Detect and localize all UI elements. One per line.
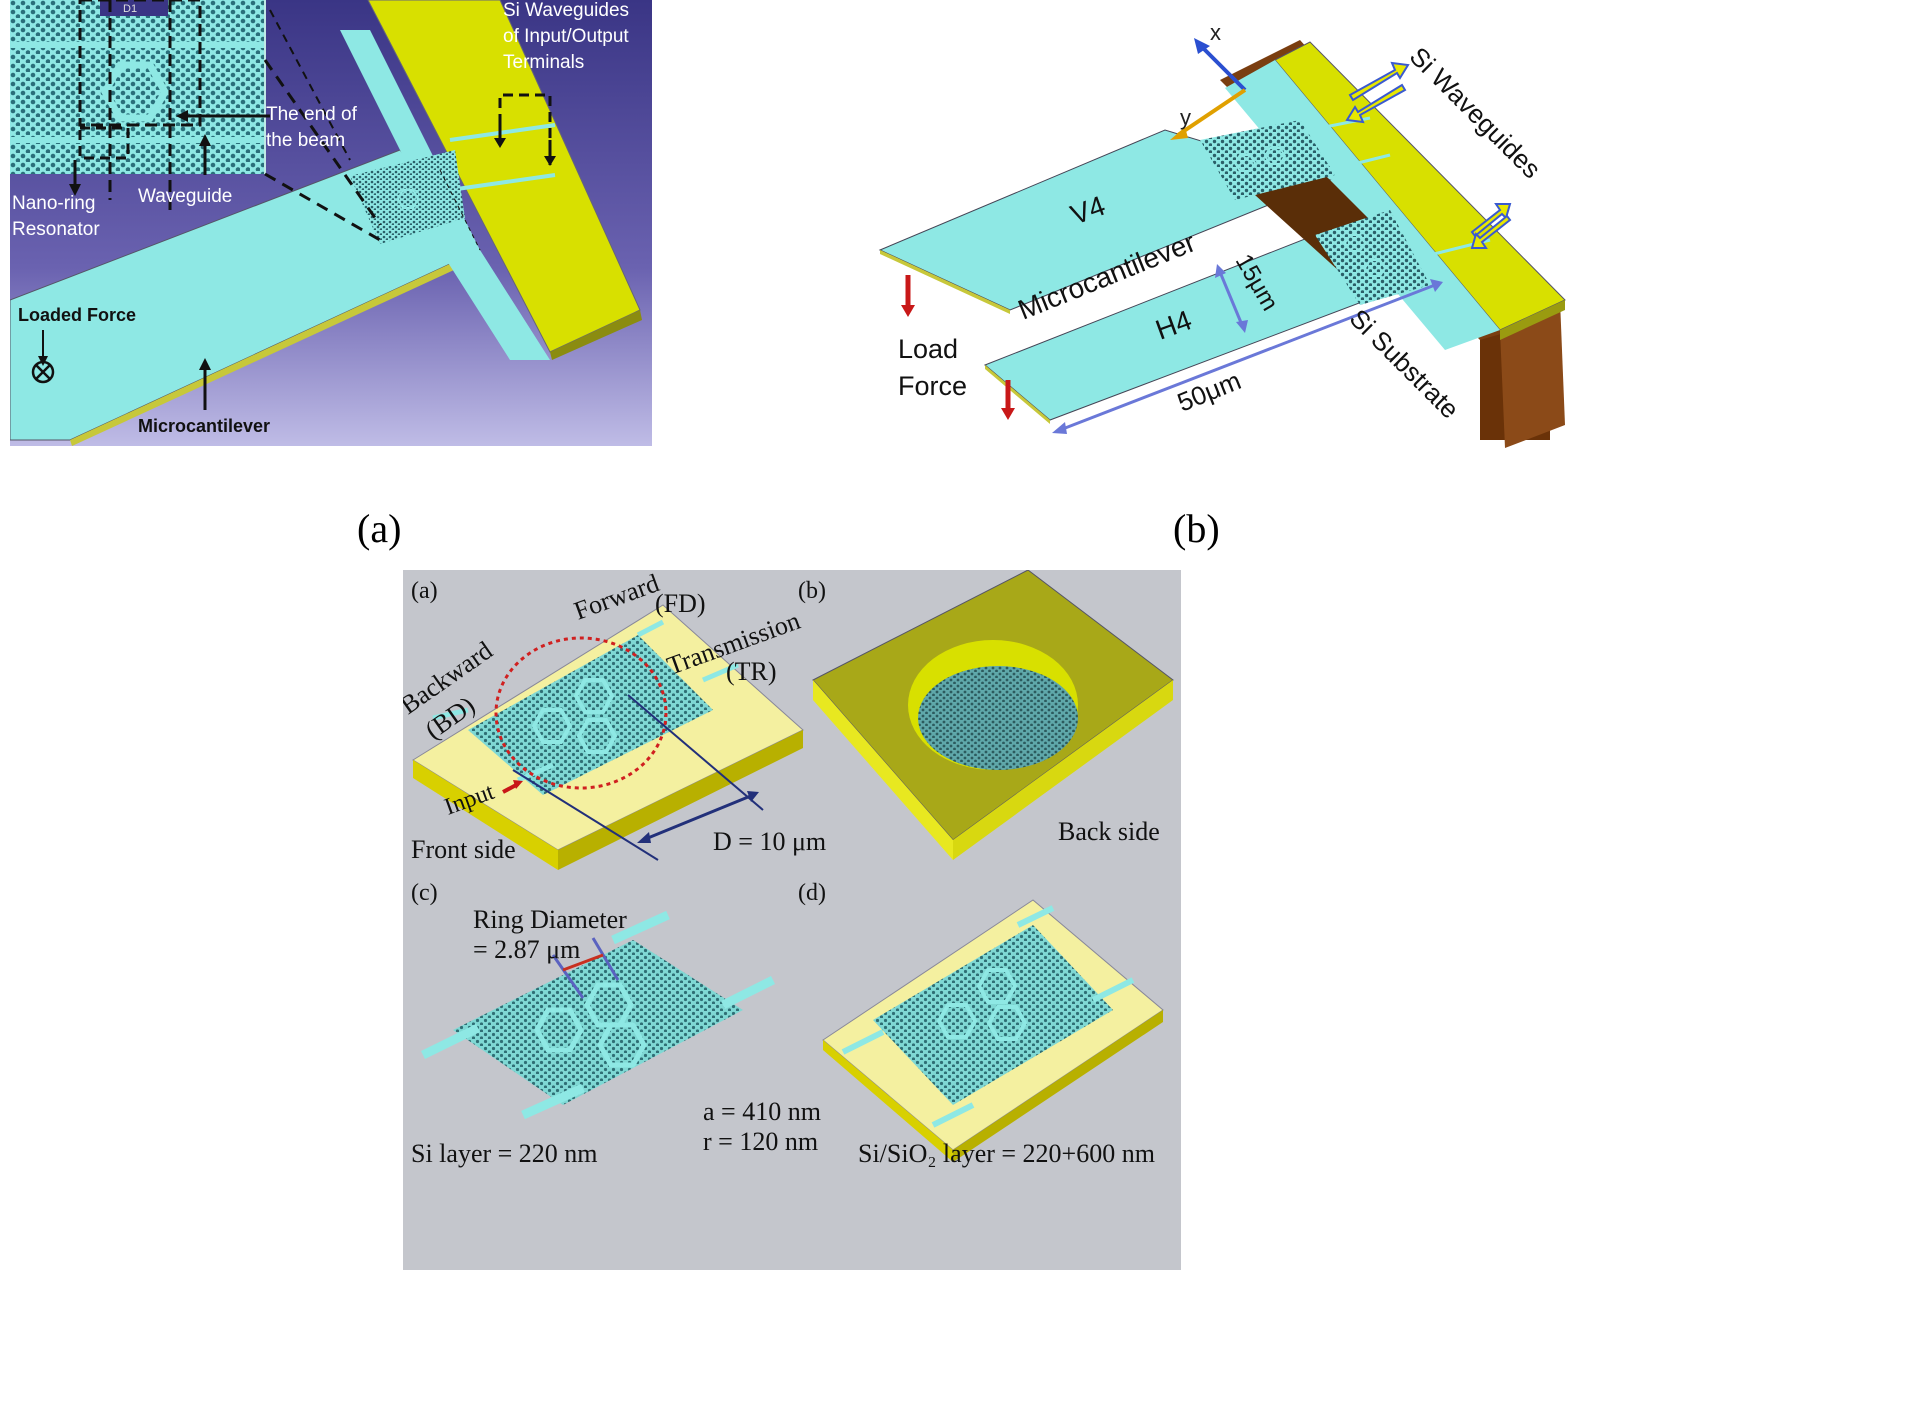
label-nano-ring-1: Nano-ring xyxy=(12,193,95,214)
arrow-out-1 xyxy=(1345,83,1407,124)
label-end-of-beam-1: The end of xyxy=(266,104,358,125)
label-ring-value: = 2.87 μm xyxy=(473,935,580,964)
axis-x-label: x xyxy=(1210,20,1221,45)
label-force: Force xyxy=(898,371,967,401)
panel-c-diagram: (a) (b) (c) (d) Forward (FD) Transmissio… xyxy=(403,570,1181,1270)
label-back-side: Back side xyxy=(1058,817,1160,846)
label-tr: (TR) xyxy=(726,657,777,686)
arrow-out-2 xyxy=(1470,214,1512,249)
label-d-dim: D = 10 μm xyxy=(713,827,826,856)
label-fd: (FD) xyxy=(655,589,706,618)
label-nano-ring-2: Resonator xyxy=(12,219,100,240)
inset-photonic-crystal xyxy=(10,0,265,174)
label-microcantilever-a: Microcantilever xyxy=(138,416,270,436)
label-loaded-force: Loaded Force xyxy=(18,305,136,325)
sub-label-d: (d) xyxy=(798,880,826,906)
label-si-waveguides-3: Terminals xyxy=(503,52,584,73)
caption-b: (b) xyxy=(1173,506,1220,551)
phc-h4 xyxy=(1315,210,1430,305)
label-si-layer: Si layer = 220 nm xyxy=(411,1139,598,1168)
front-phc xyxy=(468,635,713,795)
label-r-param: r = 120 nm xyxy=(703,1127,818,1156)
panel-a-diagram: D1 Si Waveguides of Input/Output Termina… xyxy=(10,0,652,446)
label-load: Load xyxy=(898,334,958,364)
label-ring-diameter: Ring Diameter xyxy=(473,905,627,934)
label-d1: D1 xyxy=(123,3,137,15)
ring-diameter-arrow xyxy=(562,953,604,972)
beam-photonic-crystal xyxy=(350,150,465,244)
caption-a: (a) xyxy=(357,506,402,551)
sub-label-b: (b) xyxy=(798,578,826,604)
dim-15um xyxy=(1218,271,1244,326)
sub-label-c: (c) xyxy=(411,880,438,906)
panel-b-diagram: x y Si Waveguides V4 H4 Microcantilever … xyxy=(878,20,1566,448)
sub-label-a: (a) xyxy=(411,578,438,604)
inset-nano-ring xyxy=(100,61,170,122)
label-end-of-beam-2: the beam xyxy=(266,130,345,151)
label-sisio2-layer: Si/SiO₂ layer = 220+600 nm xyxy=(858,1139,1155,1168)
arrow-in-1 xyxy=(1348,61,1410,102)
label-si-waveguides-1: Si Waveguides xyxy=(503,0,629,21)
dim-d xyxy=(642,793,754,842)
arrow-in-2 xyxy=(1470,203,1512,238)
label-a-param: a = 410 nm xyxy=(703,1097,821,1126)
label-waveguide: Waveguide xyxy=(138,186,232,207)
ring-dashed-circle xyxy=(494,636,668,790)
label-si-waveguides-2: of Input/Output xyxy=(503,26,629,47)
label-front-side: Front side xyxy=(411,835,516,864)
dim-50um xyxy=(1059,283,1436,432)
axis-y-label: y xyxy=(1180,105,1191,130)
loaded-force-symbol xyxy=(31,360,55,384)
